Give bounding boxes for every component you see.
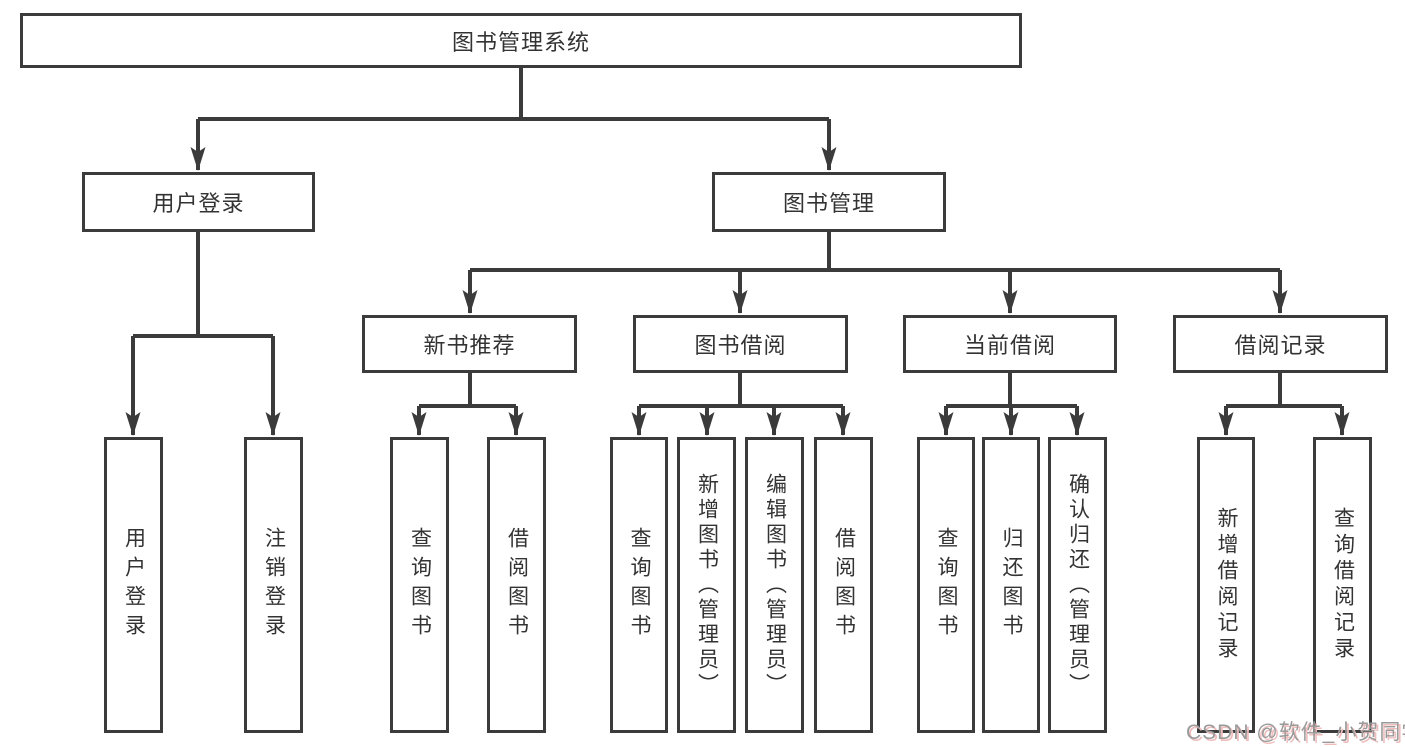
- leaf-br-add-record: 新增借阅记录: [1197, 437, 1255, 733]
- node-borrowing-records: 借阅记录: [1173, 315, 1388, 373]
- leaf-cb-return-books: 归还图书: [982, 437, 1040, 733]
- leaf-bb-add-books-admin-label: 新增图书（管理员）: [695, 472, 719, 698]
- leaf-bb-add-books-admin: 新增图书（管理员）: [677, 437, 736, 733]
- node-current-borrowing: 当前借阅: [903, 315, 1117, 373]
- node-user-login: 用户登录: [82, 172, 315, 232]
- leaf-user-login: 用户登录: [104, 437, 163, 733]
- csdn-watermark: CSDN @软件_小贺同学: [1186, 721, 1405, 744]
- node-borrowing-records-label: 借阅记录: [1234, 333, 1327, 358]
- leaf-logout-label: 注销登录: [262, 527, 286, 643]
- leaf-br-query-record-label: 查询借阅记录: [1331, 507, 1355, 663]
- node-user-login-label: 用户登录: [152, 191, 245, 216]
- leaf-bb-query-books-label: 查询图书: [628, 527, 651, 643]
- leaf-bb-query-books: 查询图书: [610, 437, 668, 733]
- leaf-nb-borrow-books-label: 借阅图书: [505, 527, 529, 643]
- leaf-cb-query-books-label: 查询图书: [935, 527, 958, 643]
- leaf-logout: 注销登录: [244, 437, 303, 733]
- node-book-borrowing-label: 图书借阅: [694, 333, 787, 358]
- node-root-system: 图书管理系统: [20, 13, 1022, 68]
- leaf-cb-return-books-label: 归还图书: [1000, 527, 1023, 643]
- node-root-system-label: 图书管理系统: [451, 29, 590, 55]
- node-current-borrowing-label: 当前借阅: [963, 333, 1056, 358]
- node-new-book-recommendation-label: 新书推荐: [423, 333, 516, 358]
- leaf-user-login-label: 用户登录: [122, 527, 146, 643]
- node-book-management: 图书管理: [712, 172, 946, 232]
- node-new-book-recommendation: 新书推荐: [362, 315, 577, 373]
- node-book-management-label: 图书管理: [782, 191, 875, 216]
- leaf-br-query-record: 查询借阅记录: [1313, 437, 1372, 733]
- leaf-nb-query-books: 查询图书: [390, 437, 449, 733]
- leaf-bb-borrow-books: 借阅图书: [814, 437, 873, 733]
- leaf-nb-query-books-label: 查询图书: [408, 527, 432, 643]
- leaf-nb-borrow-books: 借阅图书: [487, 437, 546, 733]
- leaf-cb-confirm-return-admin: 确认归还（管理员）: [1048, 437, 1107, 733]
- leaf-cb-query-books: 查询图书: [917, 437, 975, 733]
- leaf-br-add-record-label: 新增借阅记录: [1215, 507, 1238, 663]
- leaf-bb-edit-books-admin: 编辑图书（管理员）: [745, 437, 804, 733]
- leaf-bb-borrow-books-label: 借阅图书: [832, 527, 856, 643]
- node-book-borrowing: 图书借阅: [633, 315, 848, 373]
- leaf-bb-edit-books-admin-label: 编辑图书（管理员）: [763, 472, 787, 698]
- leaf-cb-confirm-return-admin-label: 确认归还（管理员）: [1066, 472, 1090, 698]
